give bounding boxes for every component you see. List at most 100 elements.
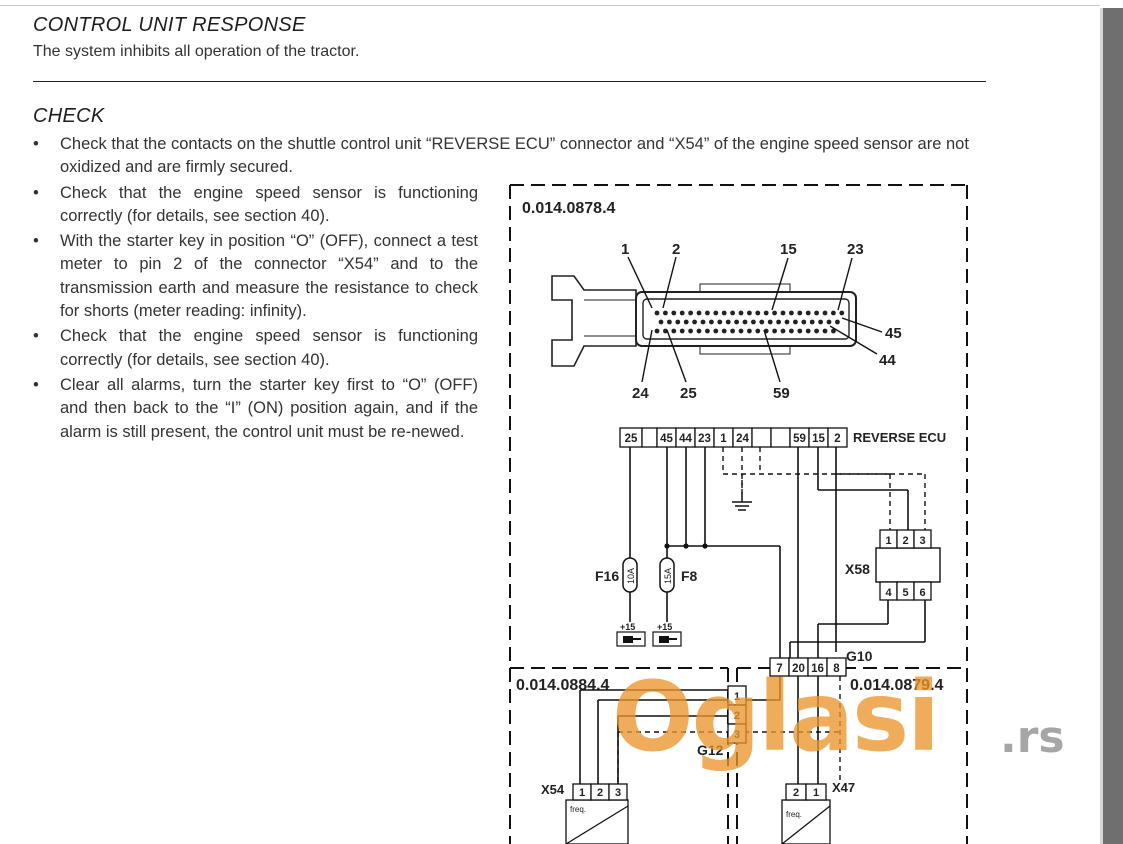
check-item: Clear all alarms, turn the starter key f…	[33, 374, 478, 444]
svg-text:+15: +15	[620, 622, 635, 632]
connector-pin	[679, 328, 685, 334]
connector-pin	[734, 319, 739, 325]
pin-leaders	[627, 256, 883, 383]
pin-label: 1	[621, 241, 629, 258]
x47-pin-number: 1	[813, 787, 819, 799]
check-heading: CHECK	[33, 105, 105, 127]
ecu-pin-number: 59	[793, 433, 806, 445]
check-item: Check that the engine speed sensor is fu…	[33, 325, 478, 372]
svg-text:X47: X47	[832, 780, 855, 795]
connector-pin	[696, 310, 702, 316]
x58-pin-number: 4	[885, 587, 892, 599]
g10-pin-number: 20	[792, 663, 805, 675]
connector-x47: X47 freq. 2 1	[781, 780, 855, 844]
fuse-f8: 15A F8 +15	[652, 557, 698, 647]
x54-pin-number: 2	[597, 787, 603, 799]
connector-pin	[742, 319, 748, 325]
svg-text:G10: G10	[846, 648, 873, 664]
ecu-pin-number: 2	[834, 433, 840, 445]
ecu-connector-drawing	[551, 275, 857, 367]
connector-pin	[717, 319, 723, 325]
ecu-pin-cell	[641, 427, 658, 448]
connector-pin	[780, 310, 786, 316]
svg-text:X58: X58	[845, 561, 870, 577]
connector-pin	[725, 319, 731, 325]
pin-label: 25	[680, 385, 697, 402]
svg-text:freq.: freq.	[570, 805, 586, 814]
ecu-pin-number: 24	[736, 433, 749, 445]
g10-pin-number: 7	[776, 663, 782, 675]
svg-text:+15: +15	[657, 622, 672, 632]
scrollbar[interactable]	[1103, 8, 1123, 844]
ecu-pin-number: 25	[625, 433, 638, 445]
wires	[579, 447, 926, 784]
response-text: The system inhibits all operation of the…	[33, 43, 360, 60]
connector-pin	[738, 310, 744, 316]
g10-pin-number: 16	[811, 663, 824, 675]
connector-pin	[789, 328, 794, 334]
connector-pin	[814, 310, 819, 316]
ref-right: 0.014.0879.4	[850, 677, 944, 694]
connector-pin	[755, 328, 761, 334]
connector-pin	[658, 319, 664, 325]
connector-pin	[759, 319, 765, 325]
x58-pin	[913, 581, 932, 601]
page-top-line	[0, 5, 1100, 6]
scrollbar-edge	[1100, 8, 1103, 844]
g10-pin-number: 8	[833, 663, 840, 675]
svg-text:F16: F16	[595, 568, 619, 584]
connector-pin	[730, 310, 735, 316]
connector-pin	[780, 328, 786, 334]
connector-pin	[797, 310, 803, 316]
connector-pin	[835, 319, 840, 325]
check-item: With the starter key in position “O” (OF…	[33, 230, 478, 323]
connector-g10: G10 7 20 16 8	[769, 648, 873, 677]
g12-pin-number: 2	[734, 710, 740, 722]
connector-pin	[793, 319, 798, 325]
connector-pin	[789, 310, 794, 316]
pin-label: 2	[672, 241, 680, 258]
svg-text:15A: 15A	[663, 568, 673, 584]
connector-pin	[747, 328, 752, 334]
g12-pin-number: 3	[734, 729, 740, 741]
ref-main: 0.014.0878.4	[522, 200, 616, 217]
svg-text:G12: G12	[697, 742, 724, 758]
ground-symbol	[732, 494, 752, 511]
connector-pin	[688, 328, 693, 334]
g12-pin	[727, 723, 747, 744]
x58-pin-number: 3	[919, 535, 925, 547]
connector-pin	[755, 310, 761, 316]
connector-pin	[721, 310, 727, 316]
connector-pin	[671, 310, 677, 316]
connector-pin	[683, 319, 689, 325]
connector-pin	[818, 319, 823, 325]
x58-pin	[913, 529, 932, 549]
connector-pin	[822, 328, 828, 334]
connector-pin	[713, 310, 719, 316]
connector-pin	[822, 310, 828, 316]
check-list: Check that the contacts on the shuttle c…	[33, 133, 1020, 446]
x47-pin-number: 2	[793, 787, 799, 799]
connector-pin	[679, 310, 685, 316]
connector-pin	[772, 328, 777, 334]
connector-pin	[721, 328, 727, 334]
connector-pin	[688, 310, 693, 316]
connector-pin	[826, 319, 832, 325]
ecu-pin-cell	[827, 427, 848, 448]
connector-pin	[809, 319, 815, 325]
connector-pin	[700, 319, 706, 325]
connector-pin	[671, 328, 677, 334]
connector-pin	[692, 319, 697, 325]
connector-pin	[730, 328, 735, 334]
ecu-pin-number: 45	[660, 433, 673, 445]
pin-label: 44	[879, 352, 896, 369]
connector-pin	[763, 310, 769, 316]
connector-pin	[705, 328, 710, 334]
connector-pin	[831, 310, 836, 316]
svg-text:freq.: freq.	[786, 810, 802, 819]
pin-label: 15	[780, 241, 797, 258]
